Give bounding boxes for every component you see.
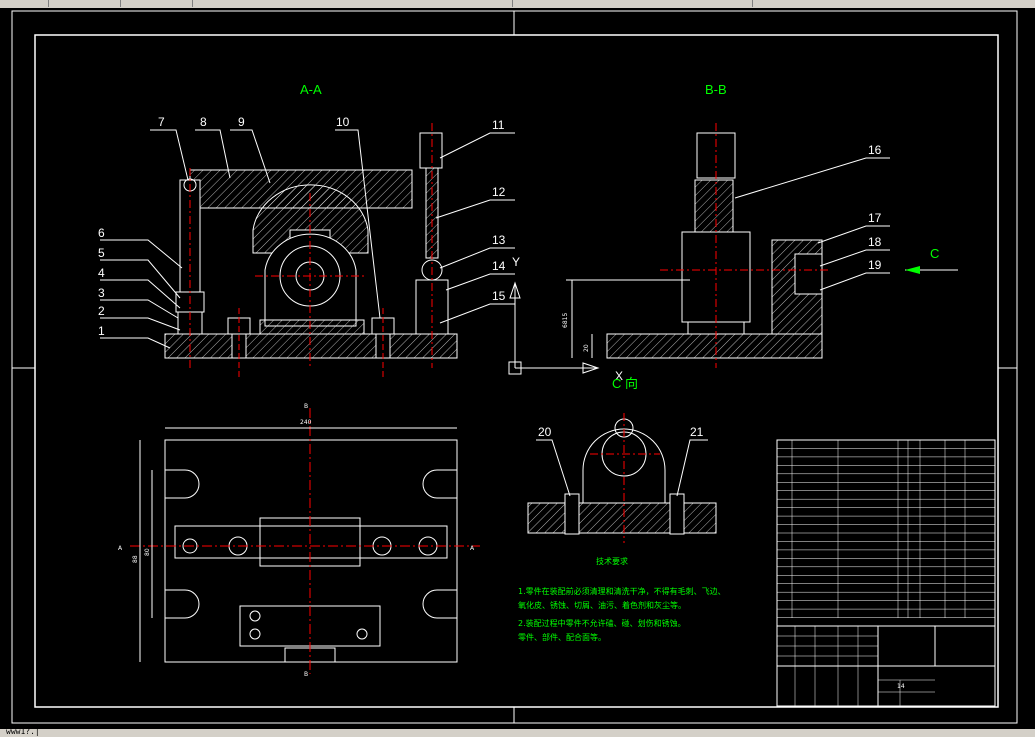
toolbar-segment[interactable] xyxy=(120,0,193,7)
callout-10: 10 xyxy=(336,115,350,129)
callout-8: 8 xyxy=(200,115,207,129)
dim-88: 88 xyxy=(132,555,139,563)
plan-clamp-bar xyxy=(174,525,448,559)
callout-15: 15 xyxy=(492,289,506,303)
bottom-base xyxy=(527,502,717,534)
dim-a-left: A xyxy=(118,545,123,552)
toolbar-segment[interactable] xyxy=(48,0,121,7)
window-top-bar xyxy=(0,0,1035,8)
dim-b-bottom: B xyxy=(304,671,308,678)
slot-tr xyxy=(422,469,457,499)
bottom-bolt-right xyxy=(669,493,685,535)
c-view-label: C xyxy=(930,246,939,261)
parts-table-border xyxy=(776,439,996,707)
right-nut-top xyxy=(419,132,443,169)
notes-line-3: 2.装配过程中零件不允许磕、碰、划伤和锈蚀。 xyxy=(518,618,686,628)
callout-9: 9 xyxy=(238,115,245,129)
notes-line-1: 1.零件在装配前必须清理和清洗干净，不得有毛刺、飞边、 xyxy=(518,586,726,596)
dim-80: 80 xyxy=(144,548,151,556)
table-footer-value: 14 xyxy=(897,683,905,690)
plan-hole-5 xyxy=(249,610,261,622)
x-arrow xyxy=(582,362,600,374)
callout-14: 14 xyxy=(492,259,506,273)
callout-11: 11 xyxy=(492,118,505,132)
base-plate xyxy=(164,333,458,359)
callout-13: 13 xyxy=(492,233,506,247)
x-label: X xyxy=(615,369,623,383)
callout-18: 18 xyxy=(868,235,882,249)
y-label: Y xyxy=(512,255,520,269)
callout-19: 19 xyxy=(868,258,882,272)
callout-4: 4 xyxy=(98,266,105,280)
callout-1: 1 xyxy=(98,324,105,338)
scrollbar-right[interactable] xyxy=(1029,8,1035,729)
c-dir-label: C 向 xyxy=(612,376,638,391)
callout-7: 7 xyxy=(158,115,165,129)
dim-a-right: A xyxy=(470,545,475,552)
callout-6: 6 xyxy=(98,226,105,240)
plan-hole-7 xyxy=(356,628,368,640)
slot-br xyxy=(422,589,457,619)
callout-5: 5 xyxy=(98,246,105,260)
right-rod xyxy=(425,167,439,259)
bb-base-plate xyxy=(606,333,823,359)
callout-2: 2 xyxy=(98,304,105,318)
toolbar-segment[interactable] xyxy=(192,0,513,7)
section-aa-title: A-A xyxy=(300,82,322,97)
command-line[interactable]: www1?.| xyxy=(0,727,1035,737)
plan-outline xyxy=(164,439,458,663)
cad-drawing-canvas[interactable]: A-A xyxy=(0,8,1029,729)
notes-line-4: 零件、部件、配合面等。 xyxy=(518,632,606,642)
callout-20: 20 xyxy=(538,425,552,439)
toolbar-segment[interactable] xyxy=(0,0,49,7)
slot-bl xyxy=(165,589,200,619)
bottom-bolt-left xyxy=(564,493,580,535)
housing-base xyxy=(259,319,365,335)
dim-240: 240 xyxy=(300,419,312,426)
callout-3: 3 xyxy=(98,286,105,300)
slot-tl xyxy=(165,469,200,499)
dim-6815: 6815 xyxy=(562,313,569,328)
section-bb-title: B-B xyxy=(705,82,727,97)
plan-hole-6 xyxy=(249,628,261,640)
section-bb-view: B-B 16 17 18 19 6815 20 C xyxy=(562,82,958,368)
plan-view: 240 B B 88 80 A A xyxy=(118,403,480,678)
toolbar-segment[interactable] xyxy=(512,0,753,7)
callout-17: 17 xyxy=(868,211,882,225)
command-line-text: www1?.| xyxy=(6,727,40,736)
section-aa-view: A-A xyxy=(98,82,638,391)
drawing-frame xyxy=(34,34,999,708)
notes-title: 技术要求 xyxy=(596,556,628,566)
dim-20: 20 xyxy=(583,344,590,352)
callout-21: 21 xyxy=(690,425,704,439)
section-bottom-view: 20 21 xyxy=(527,413,717,543)
notes-line-2: 氧化皮、锈蚀、切屑、油污、着色剂和灰尘等。 xyxy=(518,600,686,610)
parts-list-table: 14 xyxy=(776,439,996,707)
callout-16: 16 xyxy=(868,143,882,157)
bb-bracket-slot xyxy=(794,253,823,295)
callout-12: 12 xyxy=(492,185,506,199)
technical-notes: 技术要求 1.零件在装配前必须清理和清洗干净，不得有毛刺、飞边、 氧化皮、锈蚀、… xyxy=(518,556,726,642)
dim-b-top: B xyxy=(304,403,308,410)
arch-block xyxy=(252,184,369,254)
origin-box xyxy=(508,361,522,375)
bb-block xyxy=(694,179,734,233)
bb-bearing xyxy=(681,231,751,323)
c-view-arrow xyxy=(905,266,920,274)
y-arrow xyxy=(509,281,521,299)
